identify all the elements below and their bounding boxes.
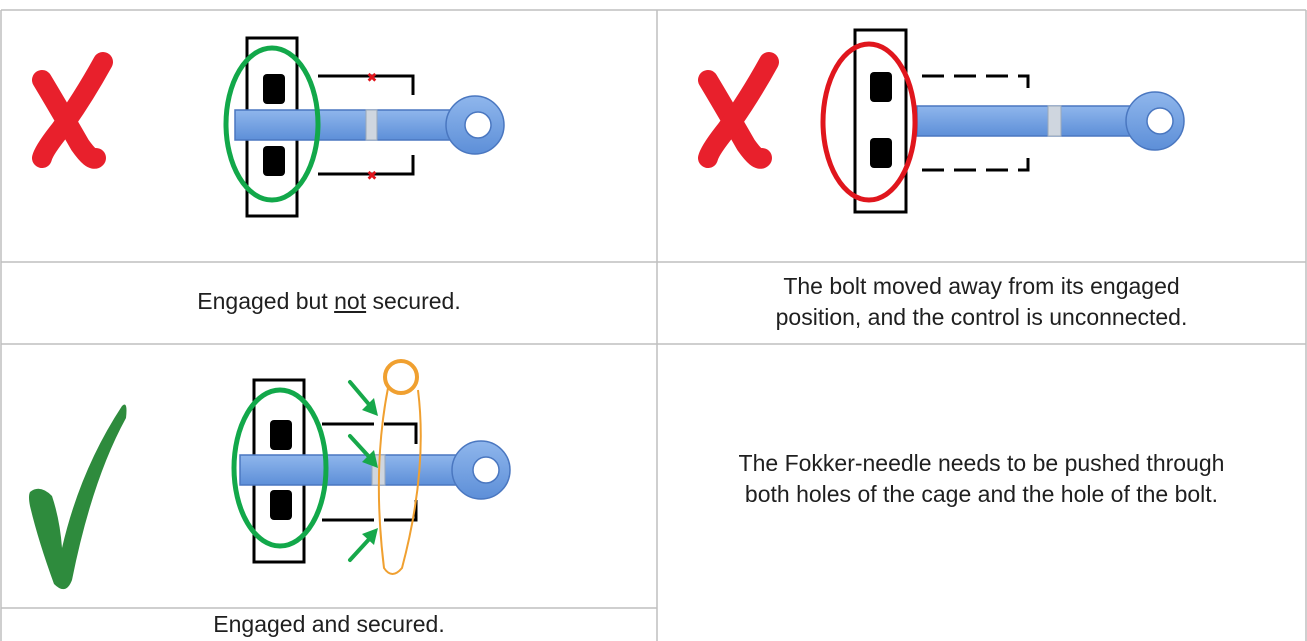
cage-outline <box>245 36 299 218</box>
engaged-ring <box>231 387 329 549</box>
cage-hole-top <box>870 72 892 102</box>
green-checkmark-icon <box>29 404 127 590</box>
engaged-ring <box>223 45 321 203</box>
missing-pin-mark-bottom: ✖ <box>367 169 378 184</box>
caption-line-2: both holes of the cage and the hole of t… <box>744 481 1219 507</box>
bolt <box>239 440 511 500</box>
cage-hole-bottom <box>870 138 892 168</box>
caption-engaged-and-secured: Engaged and secured. <box>213 611 445 637</box>
caption-fokker-needle-instructions: The Fokker-needle needs to be pushed thr… <box>657 448 1306 510</box>
bolt <box>916 91 1185 151</box>
cell-engaged-not-secured-diagram: ✖ ✖ <box>32 36 505 218</box>
red-cross-icon <box>698 52 779 169</box>
disengaged-ring <box>820 41 918 203</box>
caption-bolt-moved-away: The bolt moved away from its engaged pos… <box>657 271 1306 333</box>
missing-pin-mark-top: ✖ <box>367 71 378 86</box>
caption-part-before: Engaged but <box>197 288 335 314</box>
pin-bracket <box>922 74 1030 172</box>
pin-bracket <box>318 74 415 176</box>
cage-hole-top <box>270 420 292 450</box>
caption-part-after: secured. <box>366 288 461 314</box>
cage-hole-top <box>263 74 285 104</box>
caption-engaged-not-secured: Engaged but not secured. <box>1 286 657 317</box>
cell-engaged-secured-diagram <box>29 359 511 590</box>
caption-line-2: position, and the control is unconnected… <box>775 304 1188 330</box>
caption-line-1: The bolt moved away from its engaged <box>783 273 1180 299</box>
caption-line-1: The Fokker-needle needs to be pushed thr… <box>738 450 1225 476</box>
caption-part-underlined: not <box>334 288 367 314</box>
arrow-heads <box>362 398 378 545</box>
red-cross-icon <box>32 52 113 169</box>
fokker-needle <box>377 359 422 575</box>
cage-outline <box>853 28 908 214</box>
table-grid <box>0 9 1307 641</box>
bolt <box>234 95 505 155</box>
cage-hole-bottom <box>270 490 292 520</box>
cage-outline <box>252 378 306 564</box>
cage-hole-bottom <box>263 146 285 176</box>
cell-disengaged-diagram <box>698 28 1185 214</box>
